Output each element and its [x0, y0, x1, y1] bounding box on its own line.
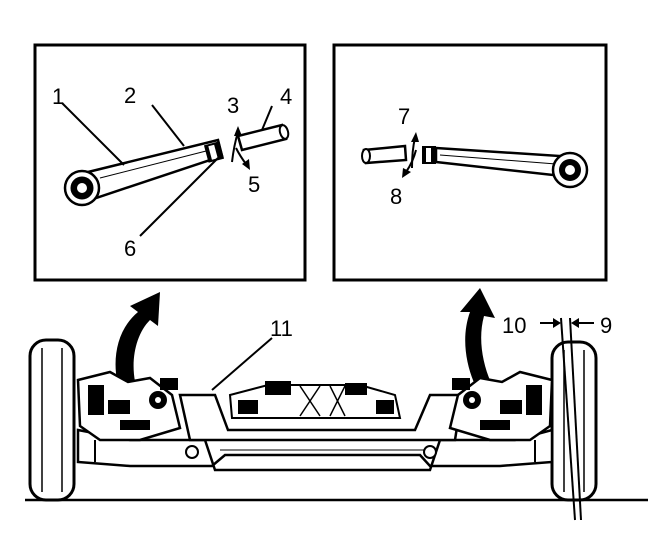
left-linkage-cluster [76, 370, 199, 462]
rotation-arrow-3-5 [231, 126, 250, 170]
right-detail-panel: 7 8 [332, 43, 608, 282]
callout-3: 3 [227, 93, 239, 118]
callout-5: 5 [248, 172, 260, 197]
callout-8: 8 [390, 184, 402, 209]
callout-11: 11 [270, 316, 293, 341]
center-axle-housing [228, 381, 402, 419]
callout-10: 10 [502, 313, 526, 338]
left-leader-lines [61, 102, 273, 237]
callout-2: 2 [124, 83, 136, 108]
rotation-arrow-7-8 [402, 132, 419, 178]
callout-9: 9 [600, 313, 612, 338]
right-linkage-cluster [423, 370, 554, 462]
rear-suspension-assembly [25, 317, 648, 521]
callout-4: 4 [280, 84, 292, 109]
right-adjusting-tool [361, 144, 408, 165]
right-control-arm [434, 146, 589, 189]
right-tire [550, 340, 598, 502]
left-detail-panel: 1 2 3 4 5 6 [33, 43, 307, 282]
leader-11 [211, 337, 273, 391]
right-pointer-arrow [460, 288, 502, 410]
camber-reference-lines [560, 317, 582, 521]
callout-6: 6 [124, 236, 136, 261]
left-panel-frame [33, 43, 307, 282]
adjusting-tool [236, 123, 290, 152]
left-control-arm [63, 138, 225, 207]
right-panel-frame [332, 43, 608, 282]
camber-indicator-arrows [540, 318, 594, 328]
callout-7: 7 [398, 104, 410, 129]
left-tire [28, 338, 76, 502]
axle-crossmember [76, 393, 554, 472]
callout-1: 1 [52, 84, 64, 109]
